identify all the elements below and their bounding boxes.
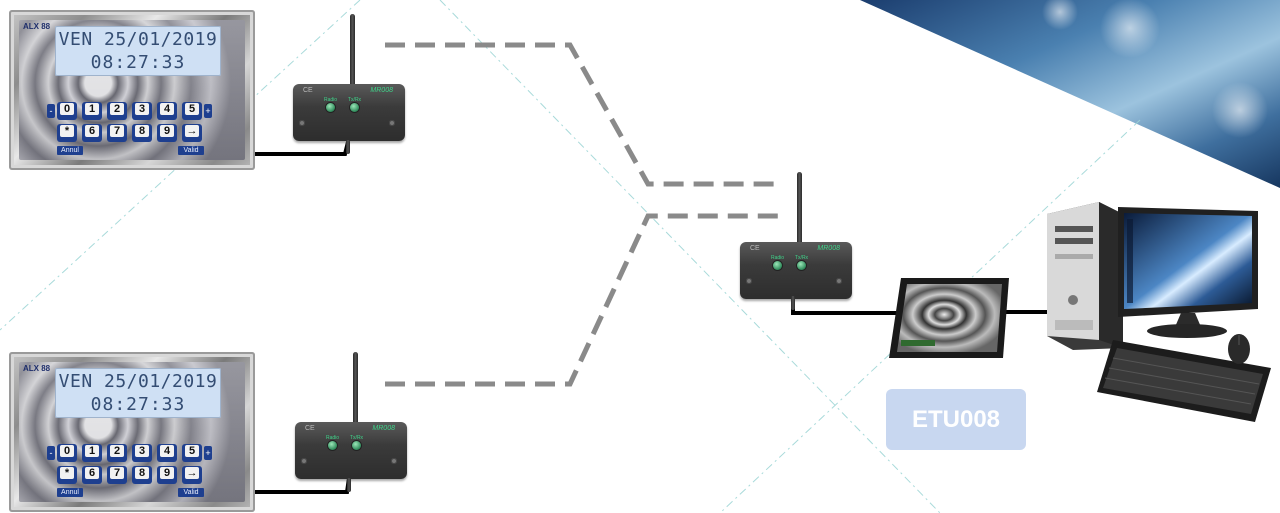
- key-7: 7: [107, 124, 127, 142]
- terminal-brand: ALX 88: [23, 364, 50, 373]
- cable-terminal-2: [255, 478, 349, 492]
- led-radio-icon: [773, 261, 782, 270]
- antenna-icon: [353, 352, 358, 426]
- module-model: MR008: [817, 245, 840, 252]
- lcd-date: VEN 25/01/2019: [55, 371, 221, 392]
- lcd-time: 08:27:33: [55, 394, 221, 415]
- key-6: 6: [82, 466, 102, 484]
- led-txrx-icon: [350, 103, 359, 112]
- screw-icon: [301, 458, 307, 464]
- led-radio-icon: [326, 103, 335, 112]
- terminal-brand: ALX 88: [23, 22, 50, 31]
- key-6: 6: [82, 124, 102, 142]
- antenna-icon: [797, 172, 802, 246]
- key-1: 1: [82, 102, 102, 120]
- keypad-terminal-2: ALX 88 VEN 25/01/2019 08:27:33 - 0 1 2 3…: [9, 352, 255, 512]
- module-model: MR008: [372, 425, 395, 432]
- key-5: 5: [182, 102, 202, 120]
- mouse-icon: [1226, 332, 1252, 366]
- key-8: 8: [132, 124, 152, 142]
- terminal-face: ALX 88 VEN 25/01/2019 08:27:33 - 0 1 2 3…: [19, 20, 245, 160]
- key-enter: →: [182, 124, 202, 142]
- antenna-icon: [350, 14, 355, 88]
- key-2: 2: [107, 444, 127, 462]
- radio-module-3: CE MR008 Radio Tx/Rx: [740, 242, 852, 299]
- key-3: 3: [132, 102, 152, 120]
- connector-icon: [347, 478, 351, 492]
- valid-key: Valid: [178, 488, 204, 497]
- key-star: *: [57, 466, 77, 484]
- valid-key: Valid: [178, 146, 204, 155]
- module-model: MR008: [370, 87, 393, 94]
- minus-key: -: [47, 446, 55, 460]
- radio-module-2: CE MR008 Radio Tx/Rx: [295, 422, 407, 479]
- lcd-date: VEN 25/01/2019: [55, 29, 221, 50]
- screw-icon: [391, 458, 397, 464]
- cancel-key: Annul: [57, 488, 83, 497]
- key-1: 1: [82, 444, 102, 462]
- ce-mark: CE: [303, 87, 313, 94]
- terminal-face: ALX 88 VEN 25/01/2019 08:27:33 - 0 1 2 3…: [19, 362, 245, 502]
- cable-terminal-1: [255, 142, 348, 154]
- minus-key: -: [47, 104, 55, 118]
- lcd-display: VEN 25/01/2019 08:27:33: [55, 26, 221, 76]
- screw-icon: [746, 278, 752, 284]
- plus-key: +: [204, 104, 212, 118]
- key-8: 8: [132, 466, 152, 484]
- key-enter: →: [182, 466, 202, 484]
- plus-key: +: [204, 446, 212, 460]
- key-0: 0: [57, 102, 77, 120]
- interface-label: ETU008: [886, 389, 1026, 450]
- key-9: 9: [157, 124, 177, 142]
- screw-icon: [299, 120, 305, 126]
- led-radio-icon: [328, 441, 337, 450]
- ce-mark: CE: [750, 245, 760, 252]
- key-9: 9: [157, 466, 177, 484]
- screw-icon: [836, 278, 842, 284]
- key-3: 3: [132, 444, 152, 462]
- lcd-time: 08:27:33: [55, 52, 221, 73]
- interface-tablet-icon: [887, 276, 1011, 360]
- key-2: 2: [107, 102, 127, 120]
- keypad-terminal-1: ALX 88 VEN 25/01/2019 08:27:33 - 0 1 2 3…: [9, 10, 255, 170]
- lcd-display: VEN 25/01/2019 08:27:33: [55, 368, 221, 418]
- connector-icon: [791, 296, 795, 310]
- connector-icon: [346, 140, 350, 154]
- key-5: 5: [182, 444, 202, 462]
- radio-module-1: CE MR008 Radio Tx/Rx: [293, 84, 405, 141]
- key-0: 0: [57, 444, 77, 462]
- pc-tower-icon: [1043, 200, 1125, 350]
- key-7: 7: [107, 466, 127, 484]
- key-4: 4: [157, 444, 177, 462]
- cancel-key: Annul: [57, 146, 83, 155]
- ce-mark: CE: [305, 425, 315, 432]
- led-txrx-icon: [352, 441, 361, 450]
- monitor-icon: [1115, 205, 1261, 340]
- screw-icon: [389, 120, 395, 126]
- key-4: 4: [157, 102, 177, 120]
- led-txrx-icon: [797, 261, 806, 270]
- key-star: *: [57, 124, 77, 142]
